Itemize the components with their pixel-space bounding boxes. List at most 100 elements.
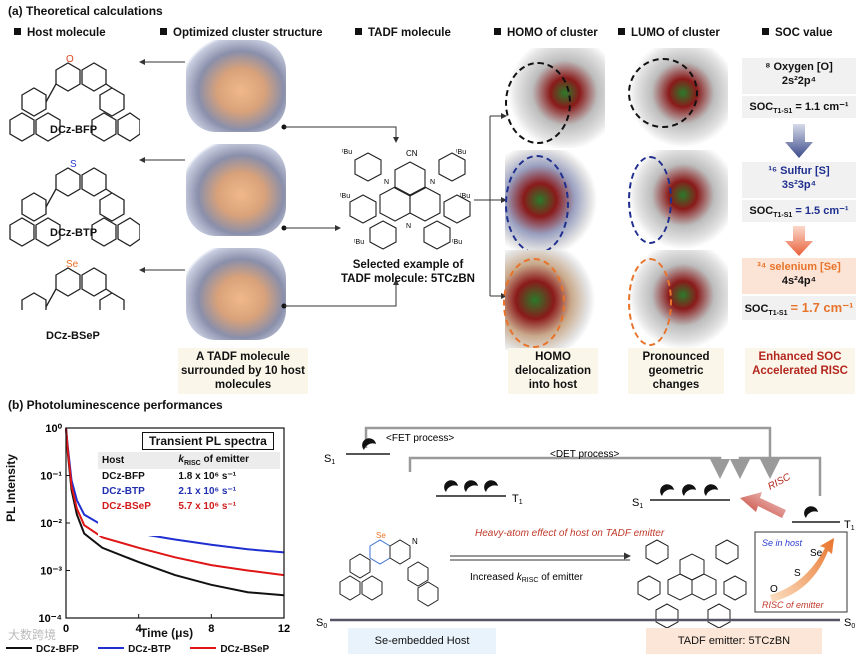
host-arrows (139, 59, 185, 273)
tadf-caption: Selected example of TADF molecule: 5TCzB… (341, 259, 475, 285)
legend-item: DCz-BTP (128, 644, 171, 655)
det-return-arrow (730, 456, 822, 496)
col-header-homo: HOMO of cluster (494, 27, 598, 39)
risc-arrow (740, 492, 786, 518)
legend-item: DCz-BFP (36, 644, 79, 655)
legend-item: DCz-BSeP (220, 644, 270, 655)
inset-atom-s: S (794, 568, 801, 579)
inset-atom-o: O (770, 584, 778, 595)
x-axis-label: Time (μs) (140, 626, 194, 640)
arrow-down-icon (785, 226, 813, 256)
inset-title: Se in host (762, 538, 803, 548)
tbu-label: ᵗBu (342, 149, 352, 156)
cluster-structure-bfp (186, 40, 286, 132)
inset-atom-se: Se (810, 548, 823, 559)
homo-highlight-se (503, 258, 565, 348)
exciton-icon (704, 484, 718, 496)
s0-label-right: S0 (844, 617, 855, 630)
caption-cluster: A TADF molecule surrounded by 10 host mo… (178, 348, 308, 394)
n-label: N (412, 537, 418, 546)
col-header-tadf: TADF molecule (355, 27, 451, 39)
soc-value-selenium: SOCT1-S1 = 1.7 cm⁻¹ (742, 296, 856, 320)
y-tick-label: 10⁻² (40, 518, 62, 530)
se-atom-label: Se (376, 531, 386, 540)
fet-arrow (364, 426, 780, 479)
risc-increase-arrow (770, 538, 834, 602)
table-header-host: Host (102, 455, 125, 466)
x-tick-label: 8 (208, 623, 214, 635)
tadf-emitter-structure (637, 539, 747, 629)
emitter-t1-label: T1 (844, 519, 855, 532)
tbu-label: ᵗBu (340, 193, 350, 200)
heavy-atom-label: Heavy-atom effect of host on TADF emitte… (475, 528, 665, 539)
table-row-value: 2.1 x 10⁶ s⁻¹ (178, 486, 237, 497)
table-row-host: DCz-BFP (102, 471, 145, 482)
y-tick-label: 10⁻³ (40, 566, 62, 578)
col-header-lumo: LUMO of cluster (618, 27, 720, 39)
tadf-molecule-structure: CN ᵗBu ᵗBu ᵗBu ᵗBu ᵗBu ᵗBu N N N (340, 149, 471, 250)
x-tick-label: 0 (63, 623, 69, 635)
table-header-krisc: kRISC of emitter (178, 454, 250, 467)
n-label: N (406, 223, 411, 230)
exciton-icon (484, 480, 498, 492)
energy-transfer-diagram: <FET process> <DET process> S1 T1 S1 T1 … (316, 426, 855, 630)
soc-element-sulfur: ¹⁶ Sulfur [S]3s²3p⁴ (742, 162, 856, 198)
col-header-cluster: Optimized cluster structure (160, 27, 323, 39)
fet-label: <FET process> (386, 433, 454, 444)
sulfur-atom-label: S (70, 159, 77, 170)
det-label: <DET process> (550, 449, 619, 460)
n-label: N (384, 179, 389, 186)
exciton-icon (682, 484, 696, 496)
tbu-label: ᵗBu (452, 239, 462, 246)
caption-homo: HOMO delocalization into host (508, 348, 598, 394)
host-label-btp: DCz-BTP (50, 227, 98, 239)
tbu-label: ᵗBu (460, 193, 470, 200)
det-arrow (408, 456, 730, 479)
selenium-atom-label: Se (66, 259, 79, 270)
soc-value-oxygen: SOCT1-S1 = 1.1 cm⁻¹ (742, 96, 856, 118)
section-b-title: (b) Photoluminescence performances (8, 398, 223, 412)
exciton-icon (660, 484, 674, 496)
col-header-soc: SOC value (762, 27, 833, 39)
arrow-down-icon (785, 124, 813, 158)
caption-soc: Enhanced SOC Accelerated RISC (745, 348, 855, 394)
table-row-value: 5.7 x 10⁶ s⁻¹ (178, 501, 237, 512)
y-axis-label: PL Intensity (4, 454, 18, 522)
table-row-value: 1.8 x 10⁶ s⁻¹ (178, 471, 237, 482)
se-host-box: Se-embedded Host (348, 628, 496, 654)
host-t1-label: T1 (512, 493, 523, 506)
inset-footer: RISC of emitter (762, 600, 825, 610)
s0-label-left: S0 (316, 617, 327, 630)
lumo-highlight-o (628, 58, 698, 128)
caption-lumo: Pronounced geometric changes (628, 348, 724, 394)
dcz-bfp-structure (9, 62, 140, 142)
soc-element-selenium: ³⁴ selenium [Se]4s²4p⁴ (742, 258, 856, 294)
se-host-structure (339, 539, 439, 607)
section-a-title: (a) Theoretical calculations (8, 4, 163, 18)
homo-highlight-s (505, 155, 569, 254)
risc-label: RISC (766, 471, 793, 492)
x-tick-label: 12 (278, 623, 290, 635)
watermark: 大数跨境 (8, 628, 57, 642)
series-line-dcz-bsep (65, 427, 285, 577)
tadf-emitter-box: TADF emitter: 5TCzBN (646, 628, 822, 654)
host-label-bsep: DCz-BSeP (46, 330, 100, 342)
y-tick-label: 10⁰ (45, 423, 62, 435)
cluster-to-tadf-connectors (281, 124, 399, 309)
tbu-label: ᵗBu (456, 149, 466, 156)
host-molecules-drawing: O S Se (9, 54, 140, 310)
soc-value-sulfur: SOCT1-S1 = 1.5 cm⁻¹ (742, 200, 856, 222)
host-s1-label: S1 (324, 453, 335, 466)
exciton-icon (464, 480, 478, 492)
lumo-highlight-se (628, 258, 672, 346)
oxygen-atom-label: O (66, 54, 74, 65)
chart-title: Transient PL spectra (142, 432, 274, 450)
cn-label: CN (406, 149, 418, 158)
exciton-icon (362, 438, 376, 450)
tbu-label: ᵗBu (354, 239, 364, 246)
y-tick-label: 10⁻¹ (40, 471, 62, 483)
soc-element-oxygen: ⁸ Oxygen [O]2s²2p⁴ (742, 58, 856, 94)
cluster-structure-bsep (186, 248, 286, 340)
y-tick-label: 10⁻⁴ (39, 613, 62, 625)
